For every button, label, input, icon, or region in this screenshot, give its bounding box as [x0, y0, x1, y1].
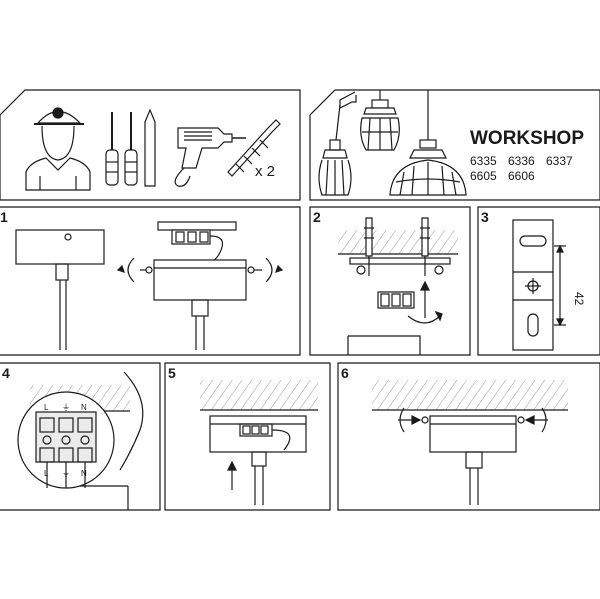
- terminal-label: N: [81, 469, 87, 478]
- drill-icon: [174, 127, 246, 187]
- rotate-arrow-icon: [399, 407, 405, 433]
- step-number: 6: [341, 365, 349, 381]
- model-number: 6335: [470, 154, 497, 168]
- pendant-lamp-icon: [389, 90, 467, 196]
- model-number: 6605: [470, 169, 497, 183]
- left-arrow-icon: [524, 415, 548, 425]
- pendant-lamp-icon: [318, 91, 357, 196]
- up-arrow-icon: [227, 460, 237, 490]
- wall-plug-icon: [227, 119, 281, 177]
- zoom-circle: [17, 391, 115, 489]
- step-4-panel: 4 L ⏚ N L ⏚ N: [0, 362, 161, 511]
- step-2-panel: 2: [309, 206, 471, 356]
- pencil-icon: [144, 108, 156, 187]
- wall-plug-icon: [364, 217, 374, 276]
- rotate-arrow-icon: [407, 310, 443, 324]
- screwdriver-icon: [124, 112, 138, 186]
- wall-plug-icon: [420, 217, 430, 276]
- model-number: 6336: [508, 154, 535, 168]
- tools-panel: x 2: [0, 89, 301, 201]
- terminal-label: L: [44, 403, 49, 412]
- dimension-label: 42: [572, 292, 586, 306]
- up-arrow-icon: [420, 280, 430, 318]
- model-number: 6337: [546, 154, 573, 168]
- rotate-arrow-icon: [116, 257, 135, 283]
- product-title: WORKSHOP: [470, 128, 584, 149]
- quantity-label: x 2: [255, 163, 275, 180]
- terminal-label: L: [44, 469, 49, 478]
- screwdriver-icon: [105, 112, 119, 186]
- step-number: 5: [168, 365, 176, 381]
- terminal-label: ⏚: [62, 403, 70, 412]
- step-1-panel: 1: [0, 206, 301, 356]
- terminal-label: ⏚: [62, 469, 70, 478]
- rotate-arrow-icon: [541, 407, 547, 433]
- worker-icon: [25, 107, 91, 191]
- step-number: 4: [2, 365, 10, 381]
- pendant-lamp-icon: [360, 90, 400, 151]
- step-number: 1: [0, 209, 8, 225]
- step-3-panel: 3 42: [477, 206, 600, 356]
- terminal-label: N: [81, 403, 87, 412]
- step-5-panel: 5: [164, 362, 331, 511]
- product-panel: WORKSHOP 6335 6336 6337 6605 6606: [309, 89, 600, 201]
- right-arrow-icon: [398, 415, 422, 425]
- step-number: 3: [481, 209, 489, 225]
- step-6-panel: 6: [337, 362, 600, 511]
- model-number: 6606: [508, 169, 535, 183]
- rotate-arrow-icon: [265, 257, 284, 283]
- step-number: 2: [313, 209, 321, 225]
